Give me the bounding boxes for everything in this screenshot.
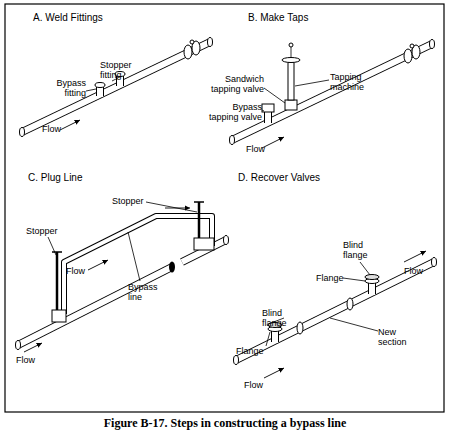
tapping-valve bbox=[194, 238, 214, 250]
panel-title: B. Make Taps bbox=[248, 12, 308, 23]
part-label: Stopper fitting bbox=[100, 60, 136, 80]
panel-d-art bbox=[234, 251, 437, 378]
part-label: Bypass line bbox=[128, 282, 162, 302]
pipe-end bbox=[20, 128, 25, 137]
part-label: Flange bbox=[316, 273, 344, 283]
leader-line bbox=[128, 232, 140, 281]
flow-arrow bbox=[262, 137, 284, 148]
flow-label: Flow bbox=[404, 266, 423, 276]
flow-arrow bbox=[60, 120, 80, 130]
stopper-rod bbox=[198, 202, 201, 238]
part-label: New section bbox=[378, 327, 414, 347]
flow-label: Flow bbox=[42, 124, 61, 134]
figure-frame bbox=[5, 4, 444, 412]
weld-joint bbox=[347, 298, 353, 310]
flow-arrow bbox=[165, 208, 190, 209]
panel-a-art bbox=[20, 38, 213, 137]
leader-line bbox=[264, 88, 285, 103]
flow-arrow bbox=[264, 368, 284, 378]
leader-line bbox=[343, 278, 365, 281]
leader-line bbox=[360, 262, 370, 275]
pipe-end bbox=[230, 136, 235, 145]
pipe-end bbox=[234, 356, 239, 365]
stopper-handle bbox=[52, 251, 62, 253]
figure-caption: Figure B-17. Steps in constructing a byp… bbox=[0, 416, 450, 430]
leader-line bbox=[48, 237, 56, 255]
part-label: Sandwich tapping valve bbox=[204, 74, 264, 94]
flow-label: Flow bbox=[66, 266, 85, 276]
cut-pipe-end bbox=[169, 262, 175, 273]
pipe-end bbox=[16, 341, 21, 350]
panel-c-art bbox=[16, 202, 229, 352]
fitting-body bbox=[265, 112, 271, 124]
leader-line bbox=[146, 202, 197, 212]
tapping-machine-knob bbox=[289, 43, 293, 47]
part-label: Blind flange bbox=[343, 240, 377, 260]
pipe-clamp bbox=[404, 49, 412, 63]
panel-title: C. Plug Line bbox=[28, 172, 82, 183]
pipe-outline bbox=[236, 262, 434, 360]
panel-title: A. Weld Fittings bbox=[33, 12, 103, 23]
flow-arrow bbox=[404, 251, 426, 262]
bypass-pipe-outline bbox=[64, 216, 212, 314]
clamp-bolt bbox=[190, 40, 194, 44]
leader-line bbox=[295, 80, 329, 86]
pipe-end bbox=[224, 236, 229, 245]
leader-line bbox=[262, 110, 264, 111]
pipe-body bbox=[236, 262, 434, 360]
stopper-handle bbox=[194, 201, 204, 203]
part-label: Tapping machine bbox=[330, 72, 370, 92]
panel-title: D. Recover Valves bbox=[238, 172, 320, 183]
weld-joint bbox=[297, 322, 303, 334]
part-label: Bypass fitting bbox=[50, 78, 86, 98]
pipe-body bbox=[22, 42, 210, 132]
part-label: Flange bbox=[236, 346, 264, 356]
leader-line bbox=[86, 89, 96, 91]
stopper-rod bbox=[56, 252, 59, 310]
clamp-bolt bbox=[410, 44, 414, 48]
leader-line bbox=[330, 318, 378, 331]
pipe-outline bbox=[22, 42, 210, 132]
fitting-cap bbox=[95, 83, 105, 88]
tapping-machine-handle bbox=[282, 58, 300, 63]
tapping-machine-stem bbox=[291, 47, 292, 58]
bypass-valve bbox=[262, 104, 274, 112]
tapping-valve bbox=[52, 310, 66, 322]
pipe-outline bbox=[18, 267, 172, 345]
part-label: Stopper bbox=[112, 196, 144, 206]
flow-label: Flow bbox=[246, 144, 265, 154]
leader-line bbox=[266, 332, 270, 346]
fitting-outline bbox=[264, 112, 272, 123]
pipe-body bbox=[18, 267, 172, 345]
pipe-end bbox=[208, 38, 213, 47]
part-label: Bypass tapping valve bbox=[204, 102, 262, 122]
part-label: Blind flange bbox=[262, 308, 296, 328]
bypass-pipe-body bbox=[64, 216, 212, 314]
pipe-end bbox=[432, 258, 437, 267]
flow-label: Flow bbox=[16, 355, 35, 365]
flow-arrow bbox=[24, 343, 42, 352]
blind-flange bbox=[365, 275, 379, 280]
pipe-clamp bbox=[184, 45, 192, 59]
tapping-machine-body bbox=[288, 62, 294, 100]
pipe-end bbox=[430, 40, 435, 49]
part-label: Stopper bbox=[26, 226, 58, 236]
sandwich-valve bbox=[285, 100, 297, 110]
flow-label: Flow bbox=[244, 380, 263, 390]
flow-arrow bbox=[88, 260, 108, 270]
